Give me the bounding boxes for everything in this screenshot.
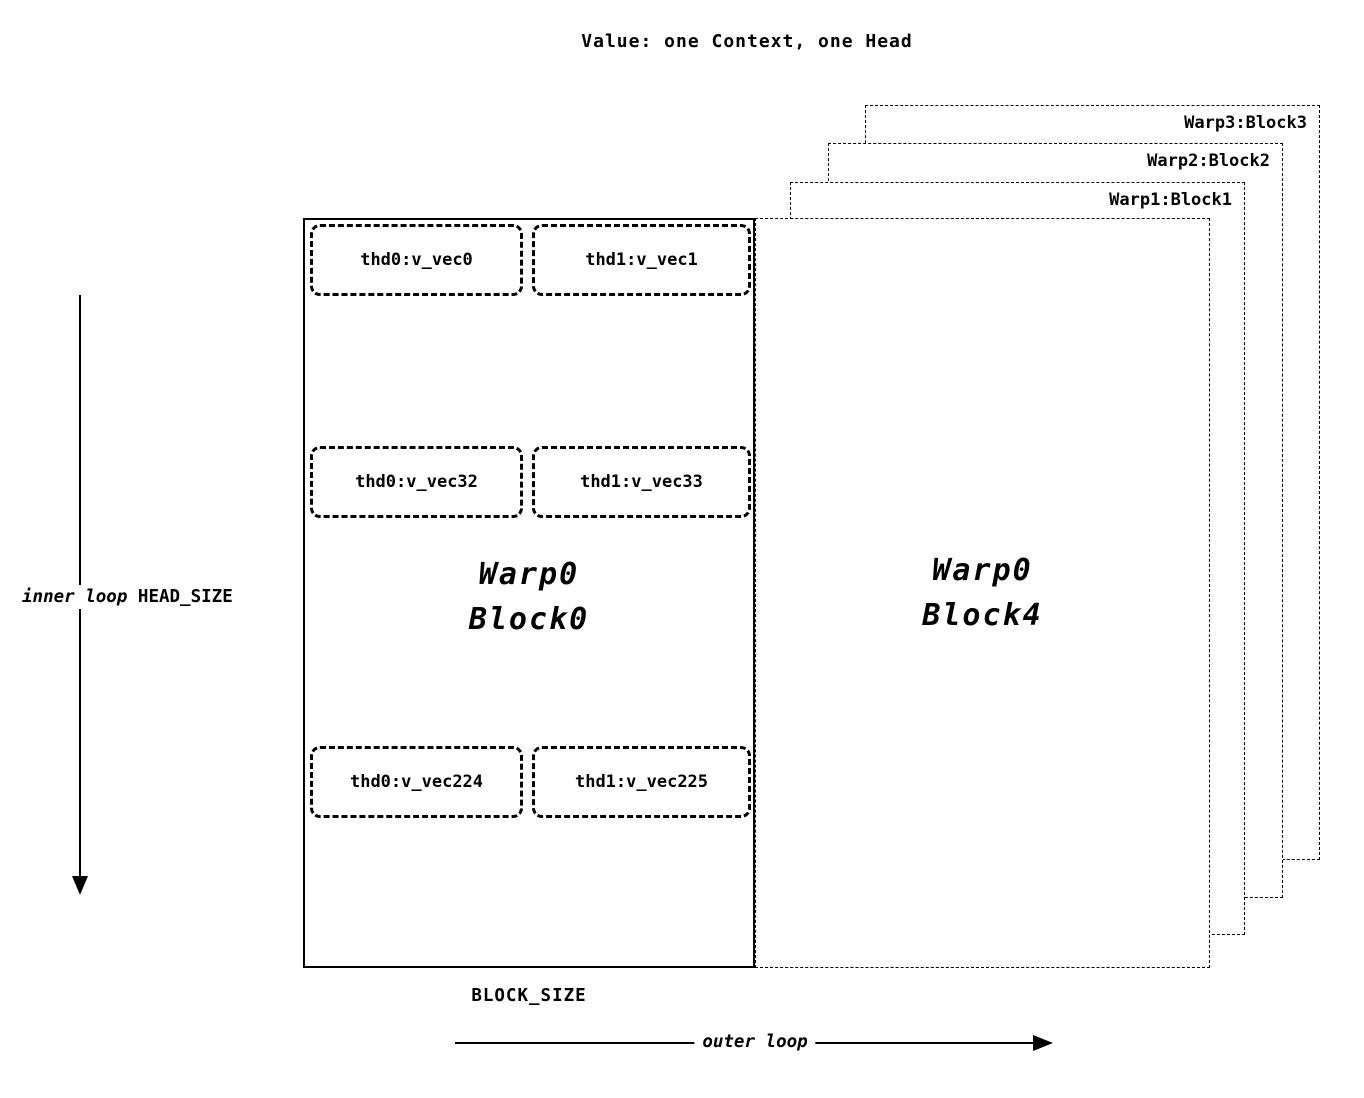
block0-label-line1: Warp0 [478, 557, 580, 592]
thread-row-1: thd0:v_vec32 thd1:v_vec33 [310, 446, 751, 518]
head-size-text: HEAD_SIZE [137, 587, 233, 607]
back-block-warp2-label: Warp2:Block2 [1147, 151, 1270, 171]
thread-box: thd1:v_vec33 [532, 446, 751, 518]
thread-row-2: thd0:v_vec224 thd1:v_vec225 [310, 746, 751, 818]
thread-box: thd0:v_vec0 [310, 224, 523, 296]
block4-region: Warp0 Block4 [755, 218, 1210, 968]
thread-row-0: thd0:v_vec0 thd1:v_vec1 [310, 224, 751, 296]
diagram-title: Value: one Context, one Head [581, 31, 913, 52]
block0-label-line2: Block0 [468, 602, 590, 637]
thread-box: thd0:v_vec224 [310, 746, 523, 818]
block4-label-line2: Block4 [922, 598, 1043, 633]
outer-loop-arrow-head-icon [1033, 1035, 1053, 1051]
block4-label-line1: Warp0 [932, 553, 1033, 588]
block0-label: Warp0 Block0 [305, 552, 753, 642]
inner-loop-arrow-head-icon [72, 876, 88, 895]
block-size-label: BLOCK_SIZE [471, 986, 587, 1006]
back-block-warp3-label: Warp3:Block3 [1184, 113, 1307, 133]
thread-box: thd1:v_vec1 [532, 224, 751, 296]
back-block-warp1-label: Warp1:Block1 [1109, 190, 1232, 210]
block0-region: thd0:v_vec0 thd1:v_vec1 thd0:v_vec32 thd… [303, 218, 755, 968]
inner-loop-text: inner loop [22, 587, 138, 607]
thread-box: thd1:v_vec225 [532, 746, 751, 818]
thread-box: thd0:v_vec32 [310, 446, 523, 518]
inner-loop-axis-label: inner loop HEAD_SIZE [22, 585, 233, 609]
outer-loop-label: outer loop [694, 1032, 816, 1052]
block4-label: Warp0 Block4 [922, 548, 1042, 638]
